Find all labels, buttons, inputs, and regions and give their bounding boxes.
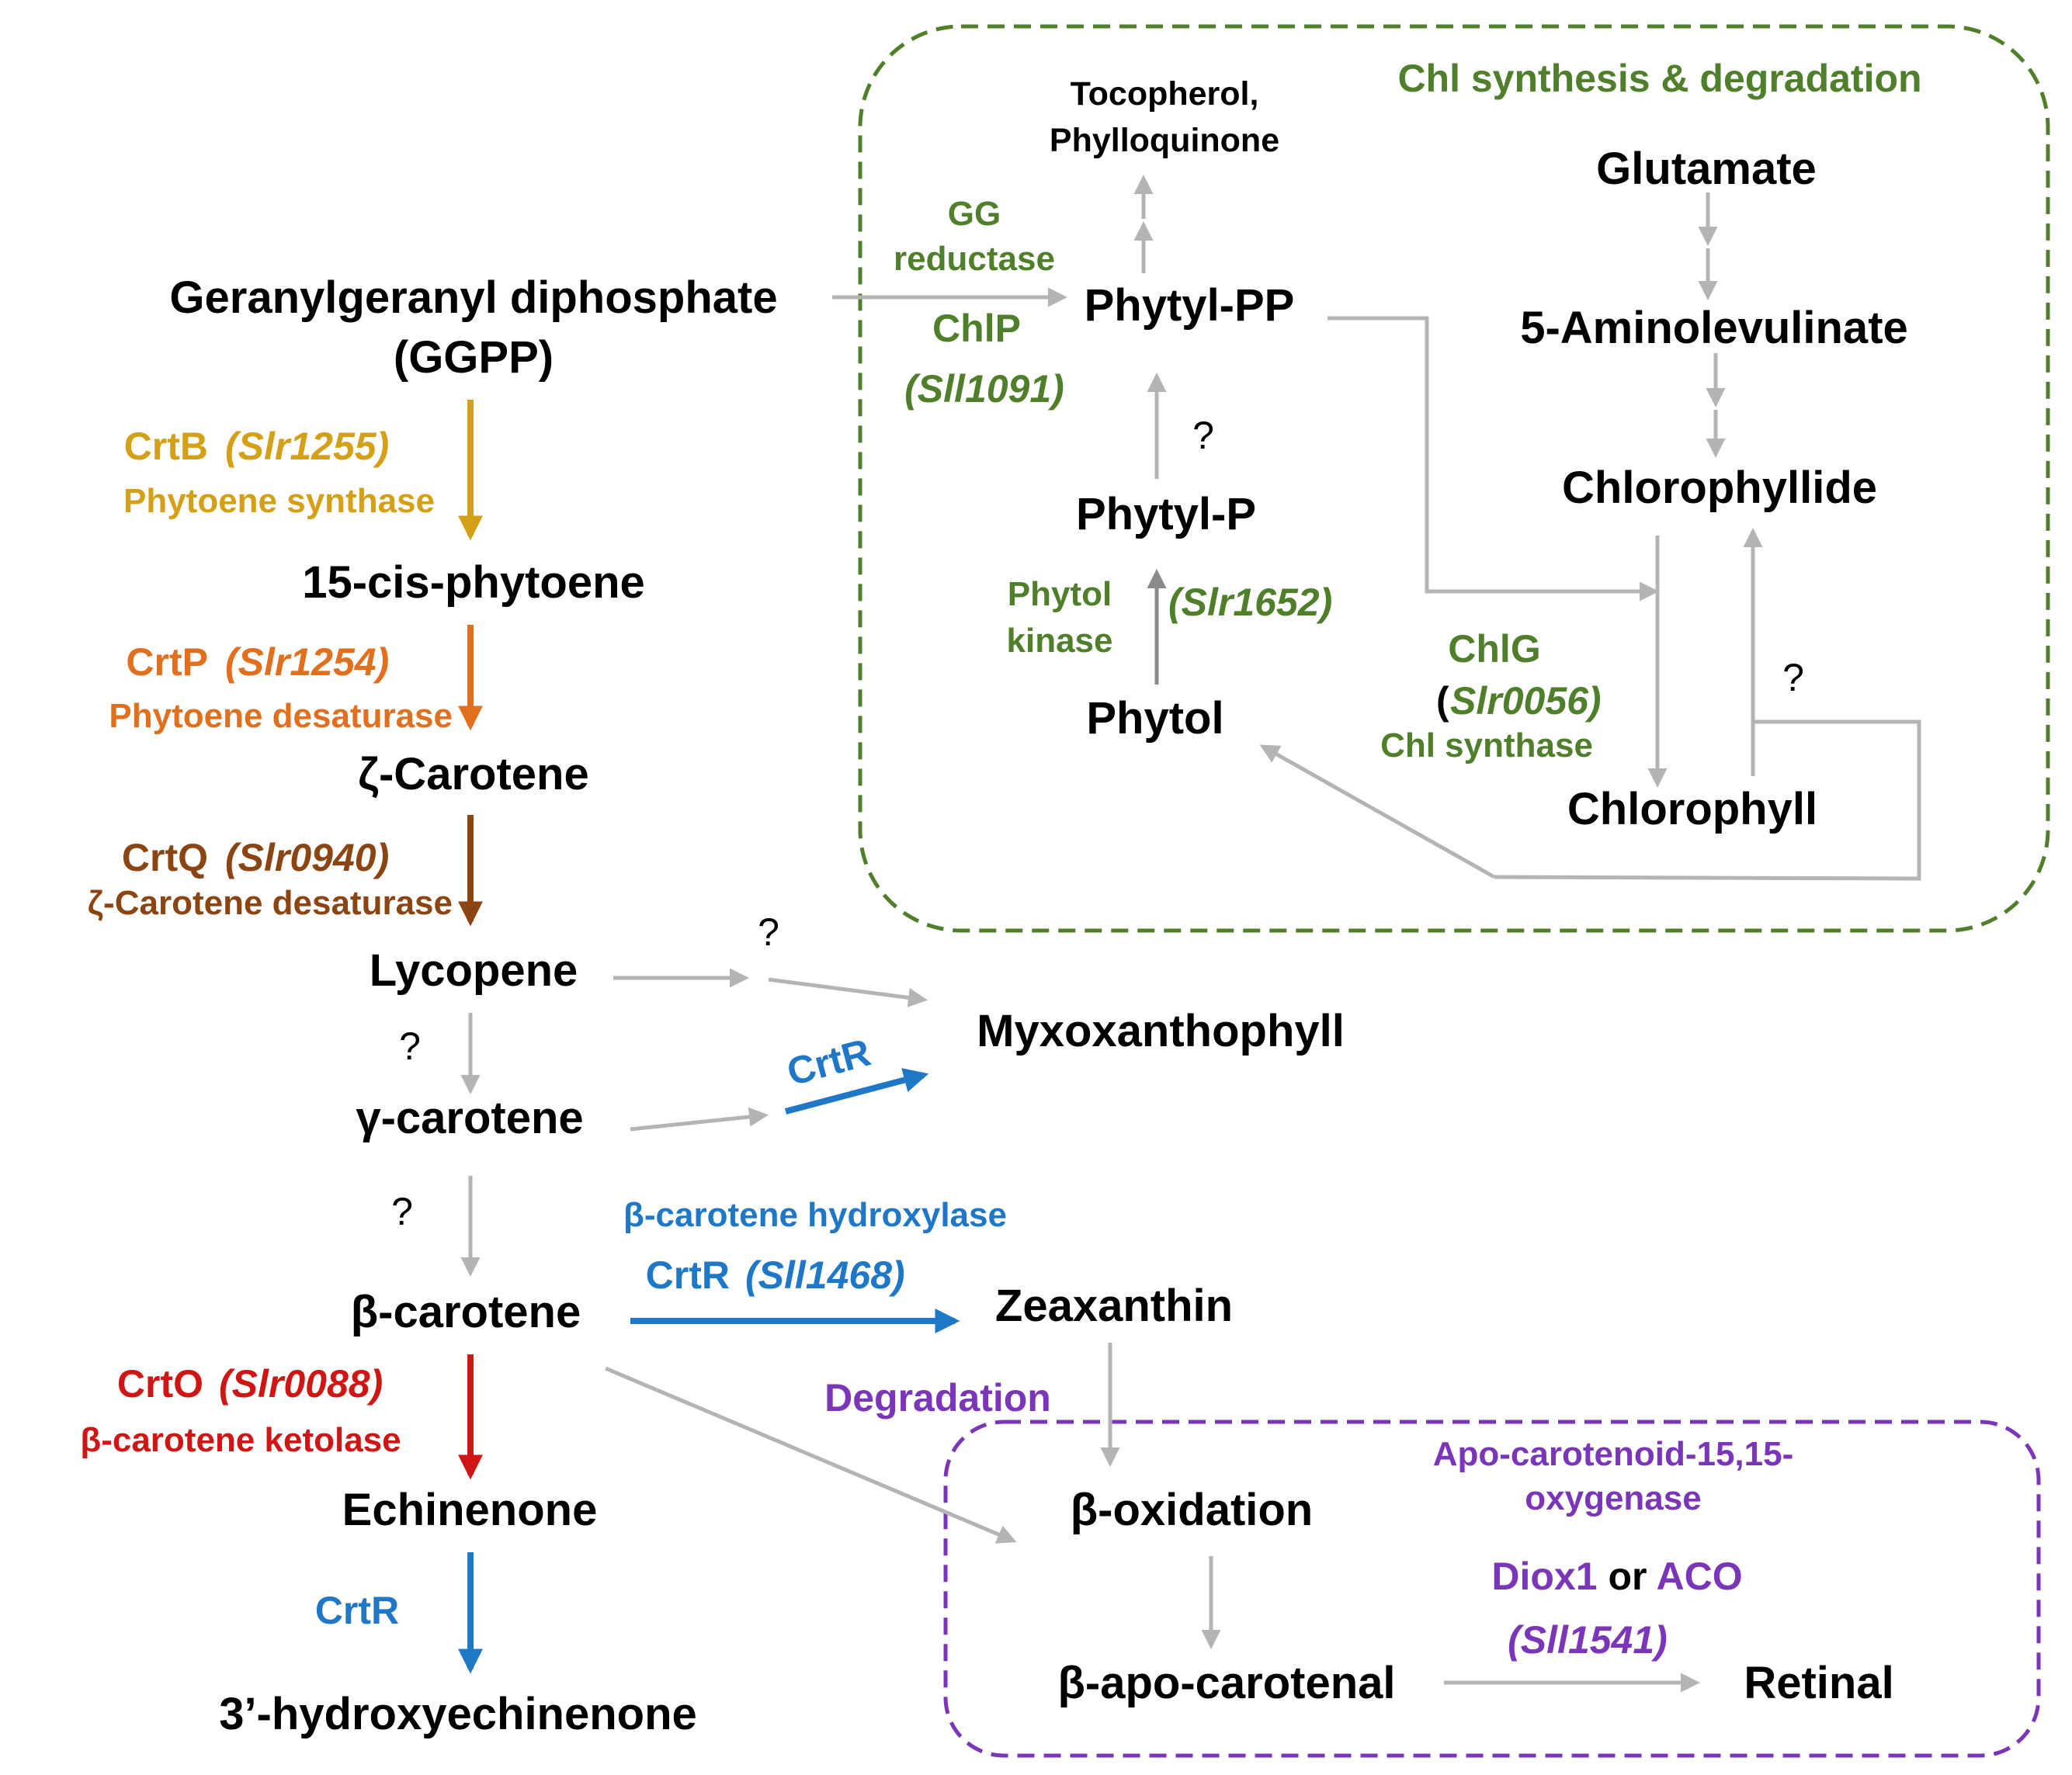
myxoxanthophyll-node: Myxoxanthophyll xyxy=(977,1006,1345,1056)
retinal-node: Retinal xyxy=(1744,1658,1893,1708)
arrow-crtR-myxo xyxy=(784,1068,929,1115)
crtO-name: CrtO xyxy=(117,1362,203,1406)
or-label: or xyxy=(1598,1555,1657,1598)
unknown-step-gamma-beta: ? xyxy=(391,1190,413,1233)
crtQ-gene: (Slr0940) xyxy=(225,836,389,879)
chl-box-text: Chl synthesis & degradation Tocopherol, … xyxy=(894,57,1922,834)
crtB-name: CrtB xyxy=(124,425,208,468)
arrow-gamma-myxo xyxy=(630,1107,769,1132)
phytyl-pp-node: Phytyl-PP xyxy=(1085,280,1295,331)
degradation-text: Degradation β-oxidation Apo-carotenoid-1… xyxy=(824,1376,1894,1708)
crtP-name: CrtP xyxy=(126,640,208,684)
crtR-gene: (Sll1468) xyxy=(745,1253,905,1297)
arrow-chl-phytol xyxy=(1259,744,1496,879)
glutamate-node: Glutamate xyxy=(1596,144,1817,194)
phytoene-node: 15-cis-phytoene xyxy=(302,557,645,608)
crtO-enzyme: β-carotene ketolase xyxy=(80,1421,401,1459)
echinenone-node: Echinenone xyxy=(342,1485,598,1535)
degradation-label: Degradation xyxy=(824,1376,1051,1420)
unknown-step-chl: ? xyxy=(1782,656,1804,699)
gg-reductase-label-2: reductase xyxy=(894,240,1055,278)
crtP-gene: (Slr1254) xyxy=(225,640,389,684)
arrows-carotenoid xyxy=(458,400,960,1674)
phytol-node: Phytol xyxy=(1086,693,1223,744)
phytol-kinase-label-1: Phytol xyxy=(1008,575,1112,613)
aco-label: ACO xyxy=(1657,1555,1743,1598)
crtB-enzyme: Phytoene synthase xyxy=(123,482,435,520)
unknown-step-lycopene-gamma: ? xyxy=(399,1024,421,1068)
crtQ-enzyme: ζ-Carotene desaturase xyxy=(88,884,453,922)
aminolevulinate-node: 5-Aminolevulinate xyxy=(1520,303,1908,353)
carotenoid-text: Geranylgeranyl diphosphate (GGPP) CrtB (… xyxy=(80,272,1344,1739)
chlorophyllide-node: Chlorophyllide xyxy=(1562,463,1877,513)
degradation-box xyxy=(943,1420,2041,1758)
beta-carotene-node: β-carotene xyxy=(351,1287,581,1337)
beta-oxidation-node: β-oxidation xyxy=(1071,1485,1314,1535)
unknown-step-phytylp: ? xyxy=(1192,414,1214,457)
beta-apo-carotenal-node: β-apo-carotenal xyxy=(1057,1658,1395,1708)
enzyme-options: Diox1 or ACO xyxy=(1491,1555,1742,1598)
lycopene-node: Lycopene xyxy=(370,945,578,996)
arrows-grey xyxy=(460,175,1921,1693)
chl-synthesis-box xyxy=(858,24,2050,933)
sll1541-gene: (Sll1541) xyxy=(1508,1618,1668,1662)
crtR-myxo-label: CrtR xyxy=(783,1031,875,1094)
arrow-phytylpp-chlG xyxy=(1328,316,1659,601)
apo-oxygenase-label-1: Apo-carotenoid-15,15- xyxy=(1433,1435,1794,1473)
phylloquinone-label: Phylloquinone xyxy=(1050,122,1279,159)
hydroxyechinenone-node: 3’-hydroxyechinenone xyxy=(219,1689,697,1739)
zeta-carotene-node: ζ-Carotene xyxy=(358,749,588,799)
crtR-echinenone-label: CrtR xyxy=(315,1589,399,1632)
chlorophyll-node: Chlorophyll xyxy=(1567,784,1817,834)
crtP-enzyme: Phytoene desaturase xyxy=(109,697,453,735)
unknown-step-lycopene-myxo: ? xyxy=(758,910,779,954)
chl-synthase-label: Chl synthase xyxy=(1380,726,1593,764)
arrow-chlide-degradation-loop xyxy=(1494,719,1921,881)
chlP-gene: (Sll1091) xyxy=(904,367,1064,411)
apo-oxygenase-label-2: oxygenase xyxy=(1525,1479,1701,1517)
crtO-gene: (Slr0088) xyxy=(219,1362,383,1406)
beta-hydroxylase-label: β-carotene hydroxylase xyxy=(623,1196,1007,1234)
ggpp-node-2: (GGPP) xyxy=(394,332,554,383)
crtB-gene: (Slr1255) xyxy=(225,425,389,468)
chlP-name: ChlP xyxy=(932,307,1021,350)
gamma-carotene-node: γ-carotene xyxy=(356,1093,583,1143)
gg-reductase-label-1: GG xyxy=(948,195,1001,233)
zeaxanthin-node: Zeaxanthin xyxy=(995,1281,1233,1331)
chlG-gene-paren: ( xyxy=(1436,679,1449,723)
crtR-name: CrtR xyxy=(646,1253,730,1297)
phytyl-p-node: Phytyl-P xyxy=(1076,489,1256,539)
chl-box-title: Chl synthesis & degradation xyxy=(1397,57,1921,100)
chlG-gene: Slr0056) xyxy=(1450,679,1602,723)
tocopherol-label: Tocopherol, xyxy=(1071,75,1259,113)
phytol-kinase-label-2: kinase xyxy=(1007,622,1113,660)
arrow-beta-oxidation xyxy=(605,1366,1017,1544)
crtQ-name: CrtQ xyxy=(122,836,208,879)
ggpp-node-1: Geranylgeranyl diphosphate xyxy=(169,272,777,323)
phytol-kinase-gene: (Slr1652) xyxy=(1168,581,1332,624)
arrow-q-myxo xyxy=(768,977,928,1007)
diox1-label: Diox1 xyxy=(1491,1555,1597,1598)
chlG-name: ChlG xyxy=(1448,627,1540,671)
